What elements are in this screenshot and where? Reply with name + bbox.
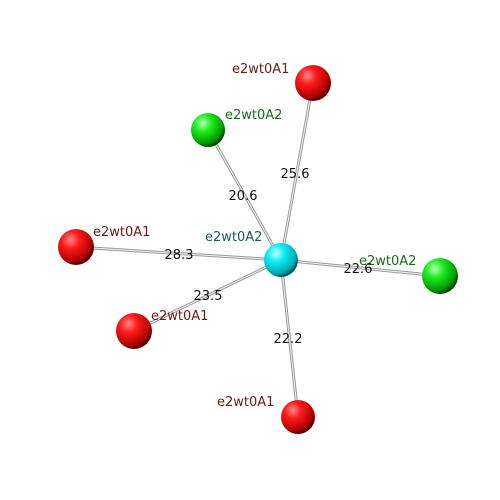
atom-n3-red-sphere — [58, 229, 94, 265]
bond-n2 — [206, 128, 283, 262]
distance-label-n1: 25.6 — [281, 167, 310, 182]
center-atom-sphere — [264, 243, 298, 277]
atom-n6-red-sphere — [281, 400, 315, 434]
bond-n4 — [279, 258, 442, 278]
bond-n3 — [74, 245, 283, 262]
atoms-layer — [58, 65, 458, 434]
bonds-layer — [74, 81, 442, 419]
distance-label-n3: 28.3 — [165, 248, 194, 263]
center-atom-label: e2wt0A2 — [205, 230, 262, 245]
atom-label-n1: e2wt0A1 — [232, 62, 289, 77]
atom-label-n6: e2wt0A1 — [217, 395, 274, 410]
atom-label-n2: e2wt0A2 — [225, 108, 282, 123]
atom-label-n5: e2wt0A1 — [151, 309, 208, 324]
bond-n5 — [132, 258, 283, 333]
atom-n4-green-sphere — [422, 258, 458, 294]
distance-label-n2: 20.6 — [229, 189, 258, 204]
distance-label-n6: 22.2 — [274, 332, 303, 347]
atom-label-n4: e2wt0A2 — [359, 254, 416, 269]
atom-n5-red-sphere — [116, 313, 152, 349]
atom-n2-green-sphere — [191, 113, 225, 147]
atom-n1-red-sphere — [295, 65, 331, 101]
bond-n1 — [279, 81, 315, 262]
atom-label-n3: e2wt0A1 — [93, 225, 150, 240]
distance-label-n4: 22.6 — [344, 262, 373, 277]
labels-layer: e2wt0A1 25.6 e2wt0A2 20.6 e2wt0A1 28.3 e2wt0A2… — [93, 62, 416, 410]
bond-n6 — [279, 258, 300, 419]
distance-label-n5: 23.5 — [194, 289, 223, 304]
